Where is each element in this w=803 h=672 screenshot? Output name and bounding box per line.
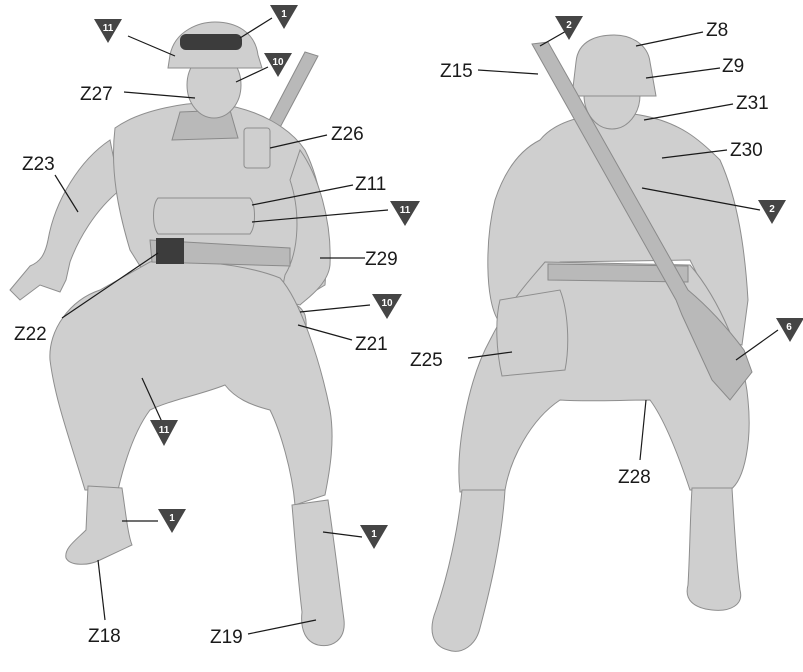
marker-helmet-right: 1 — [270, 5, 298, 29]
marker-helmet-right-text: 1 — [281, 9, 287, 20]
marker-boot-right-text: 1 — [371, 529, 377, 540]
label-z30: Z30 — [730, 140, 763, 161]
marker-canister-text: 11 — [400, 205, 411, 216]
marker-face: 10 — [264, 53, 292, 77]
marker-canister: 11 — [390, 201, 420, 226]
marker-helmet-left: 11 — [94, 19, 122, 43]
leader-z15 — [478, 70, 538, 74]
rear-left-boot — [432, 490, 505, 651]
marker-boot-left: 1 — [158, 509, 186, 533]
marker-rifle-stock: 6 — [776, 318, 803, 342]
rear-right-boot — [687, 488, 741, 610]
marker-hand: 10 — [372, 294, 402, 319]
marker-face-text: 10 — [272, 57, 284, 68]
label-z8: Z8 — [706, 20, 728, 41]
label-z22: Z22 — [14, 324, 47, 345]
label-z11: Z11 — [355, 174, 386, 195]
label-z9: Z9 — [722, 56, 744, 77]
label-z15: Z15 — [440, 61, 473, 82]
label-z28: Z28 — [618, 467, 651, 488]
marker-rifle-sling-text: 2 — [769, 204, 775, 215]
bread-bag — [497, 290, 568, 376]
leader-z31 — [644, 104, 733, 120]
gas-mask-canister — [154, 198, 255, 234]
front-left-boot — [66, 486, 132, 564]
label-z25: Z25 — [410, 350, 443, 371]
marker-rifle-stock-text: 6 — [786, 322, 792, 333]
marker-leg: 11 — [150, 420, 178, 446]
label-z26: Z26 — [331, 124, 364, 145]
marker-rifle-tip-text: 2 — [566, 20, 572, 31]
marker-boot-right: 1 — [360, 525, 388, 549]
map-case — [244, 128, 270, 168]
leader-hand — [300, 305, 370, 312]
marker-boot-left-text: 1 — [169, 513, 175, 524]
leader-rifle-tip — [540, 30, 568, 46]
label-z18: Z18 — [88, 626, 121, 647]
label-z23: Z23 — [22, 154, 55, 175]
label-z29: Z29 — [365, 249, 398, 270]
label-z31: Z31 — [736, 93, 769, 114]
leader-z27 — [124, 92, 195, 98]
leader-z8 — [636, 32, 703, 46]
label-z27: Z27 — [80, 84, 113, 105]
label-z21: Z21 — [355, 334, 388, 355]
leader-z9 — [646, 68, 720, 78]
helmet-goggles — [180, 34, 242, 50]
front-figure — [10, 22, 344, 646]
leader-z18 — [98, 560, 105, 620]
marker-leg-text: 11 — [159, 425, 170, 436]
leader-face — [236, 67, 268, 82]
marker-rifle-sling: 2 — [758, 200, 786, 224]
marker-helmet-left-text: 11 — [103, 23, 114, 34]
rear-figure — [432, 35, 752, 651]
label-z19: Z19 — [210, 627, 243, 648]
marker-hand-text: 10 — [381, 298, 393, 309]
marker-rifle-tip: 2 — [555, 16, 583, 40]
leader-helmet-left — [128, 36, 175, 56]
front-pouch — [156, 238, 184, 264]
leader-helmet-right — [240, 18, 272, 38]
leader-z28 — [640, 400, 646, 460]
